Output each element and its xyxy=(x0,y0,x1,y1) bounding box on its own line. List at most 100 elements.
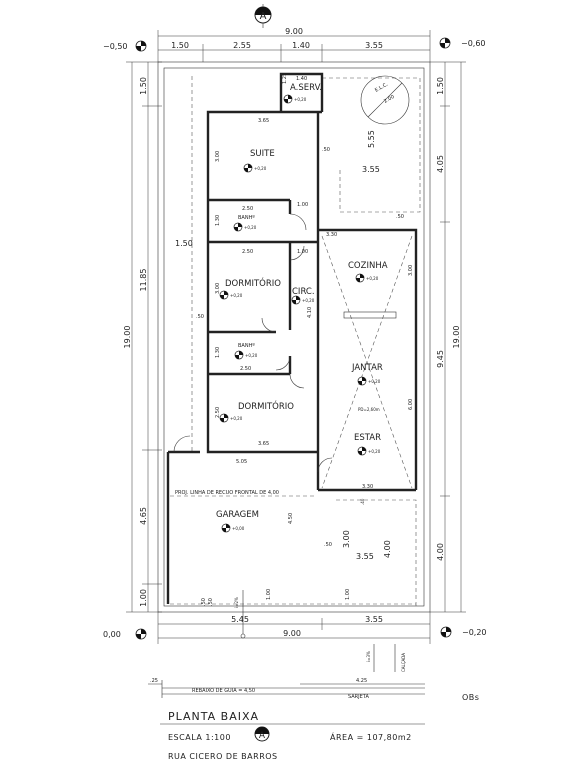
level-symbol-garagem: +0,00 xyxy=(221,523,245,533)
level-marker-bottom-right: −0,20 xyxy=(440,626,487,638)
dim-suite-door: .50 xyxy=(322,147,330,153)
dim-front-h1: 3.00 xyxy=(342,530,351,548)
dim-dorm2-h: 2.50 xyxy=(215,407,221,418)
dim-circ-door: .50 xyxy=(196,314,204,320)
plan-scale: ESCALA 1:100 xyxy=(168,733,231,742)
dim-top-4: 3.55 xyxy=(365,41,383,50)
dim-serv-w: 1.40 xyxy=(296,76,307,82)
dim-wall-left: 1.50 xyxy=(175,239,193,248)
right-dimensions: 19.00 1.50 4.05 9.45 4.00 xyxy=(430,61,466,613)
level-marker-top-right: −0,60 xyxy=(439,37,486,49)
level-text-suite: +0,20 xyxy=(254,166,267,171)
room-dormitorio-2: DORMITÓRIO xyxy=(238,400,294,412)
dim-gate-h2: 1.00 xyxy=(345,589,351,600)
level-bottom-right: −0,20 xyxy=(462,628,487,637)
room-dormitorio-1: DORMITÓRIO xyxy=(225,277,281,289)
calcada-label: CALÇADA xyxy=(401,653,406,672)
curb-note: REBAIXO DE GUIA = 4,50 xyxy=(192,688,255,694)
room-circ: CIRC. xyxy=(292,287,315,297)
dim-top-3: 1.40 xyxy=(292,41,310,50)
slope-2: i=3% xyxy=(366,651,371,662)
level-top-right: −0,60 xyxy=(461,39,486,48)
lot-boundary xyxy=(157,61,431,613)
room-area-serv: A.SERV. xyxy=(290,83,322,93)
dim-front-door: .50 xyxy=(324,542,332,548)
dim-banh2-h: 1.30 xyxy=(215,347,221,358)
dim-right-1: 1.50 xyxy=(436,77,445,95)
level-symbol-jantar: +0,20 xyxy=(357,376,381,386)
dim-front-w2: 3.55 xyxy=(356,552,374,561)
elc-tank: E.L.C. 2.00 xyxy=(360,75,410,125)
obs-note: OBs xyxy=(462,693,479,702)
dim-banh1-h: 1.30 xyxy=(215,215,221,226)
room-banh-2: BANHº xyxy=(238,343,255,349)
slope-1: i=2% xyxy=(234,597,239,608)
dim-back-h: 5.55 xyxy=(367,130,376,148)
elc-label: E.L.C. xyxy=(374,81,390,94)
level-symbol-banh2: +0,20 xyxy=(234,350,258,360)
dim-suite-w: 3.65 xyxy=(258,118,269,124)
street-name: RUA CICERO DE BARROS xyxy=(168,752,278,761)
level-marker-top-left: −0,50 xyxy=(103,40,147,52)
dim-right-4: 4.00 xyxy=(436,543,445,561)
dim-curb-left: .25 xyxy=(150,678,158,684)
dim-right-2: 4.05 xyxy=(436,155,445,173)
setback-note: PROJ. LINHA DE RECUO FRONTAL DE 4,00 xyxy=(175,490,279,496)
north-label-top: A xyxy=(260,11,267,22)
room-banh-1: BANHº xyxy=(238,215,255,221)
elc-size: 2.00 xyxy=(383,94,396,105)
curb-area: .25 4.25 REBAIXO DE GUIA = 4,50 SARJETA … xyxy=(148,678,479,702)
dim-garage-h: 4.50 xyxy=(288,513,294,524)
level-marker-bottom-left: 0,00 xyxy=(103,628,147,640)
dim-dorm1-w: 2.50 xyxy=(242,249,253,255)
room-suite: SUITE xyxy=(250,149,275,159)
dim-banh2-w: 2.50 xyxy=(240,366,251,372)
dim-dorm1-h: 3.00 xyxy=(215,283,221,294)
dashed-lines xyxy=(170,76,421,606)
dim-gate-1: .50 xyxy=(201,598,207,606)
level-symbol-circ: +0,20 xyxy=(291,295,315,305)
level-text-cozinha: +0,20 xyxy=(366,276,379,281)
level-symbol-suite: +0,20 xyxy=(243,163,267,173)
level-text-banh1: +0,20 xyxy=(244,225,257,230)
room-level-symbols: +0,20 +0,20 +0,20 +0,20 +0,20 +0,20 +0,20 +0,20… xyxy=(219,94,381,533)
dim-hall-w2: 1.00 xyxy=(297,249,308,255)
north-marker-top: A xyxy=(254,4,272,28)
lot-inner-wall xyxy=(163,67,425,607)
dim-top-1: 1.50 xyxy=(171,41,189,50)
level-text-jantar: +0,20 xyxy=(368,379,381,384)
dim-gate-2: .50 xyxy=(208,598,214,606)
dim-gate-h: 1.00 xyxy=(266,589,272,600)
dim-left-total: 19.00 xyxy=(123,326,132,349)
dim-bottom-total: 9.00 xyxy=(283,629,301,638)
dim-right-total: 19.00 xyxy=(452,326,461,349)
dim-bottom-1: 5.45 xyxy=(231,615,249,624)
level-top-left: −0,50 xyxy=(103,42,128,51)
dim-right-3: 9.45 xyxy=(436,350,445,368)
dim-top-total: 9.00 xyxy=(285,27,303,36)
level-symbol-dormitorio1: +0,20 xyxy=(219,290,243,300)
dim-hall-w1: 1.00 xyxy=(297,202,308,208)
dim-left-1: 1.50 xyxy=(139,77,148,95)
dim-back-door: .50 xyxy=(396,214,404,220)
level-text-circ: +0,20 xyxy=(302,298,315,303)
left-dimensions: 19.00 1.50 11.85 4.65 1.00 xyxy=(123,61,162,613)
dim-left-2: 11.85 xyxy=(139,269,148,292)
dim-estar-door: .40 xyxy=(360,498,365,505)
level-text-estar: +0,20 xyxy=(368,449,381,454)
dim-estar-w: 3.30 xyxy=(362,484,373,490)
dim-banh1-w: 2.50 xyxy=(242,206,253,212)
room-labels: A.SERV. SUITE BANHº DORMITÓRIO CIRC. BAN… xyxy=(216,83,388,520)
level-symbol-dormitorio2: +0,20 xyxy=(219,413,243,423)
dim-left-3: 4.65 xyxy=(139,507,148,525)
room-garagem: GARAGEM xyxy=(216,510,259,520)
level-symbol-banh1: +0,20 xyxy=(233,222,257,232)
dim-cozinha-h: 3.00 xyxy=(408,265,414,276)
level-symbol-area-serv: +0,20 xyxy=(283,94,307,104)
building-walls xyxy=(166,72,418,604)
plan-title: PLANTA BAIXA xyxy=(168,710,259,723)
room-cozinha: COZINHA xyxy=(348,261,388,271)
level-text-dormitorio1: +0,20 xyxy=(230,293,243,298)
slope-indicators: i=2% i=3% CALÇADA xyxy=(234,590,406,672)
level-symbol-cozinha: +0,20 xyxy=(355,273,379,283)
